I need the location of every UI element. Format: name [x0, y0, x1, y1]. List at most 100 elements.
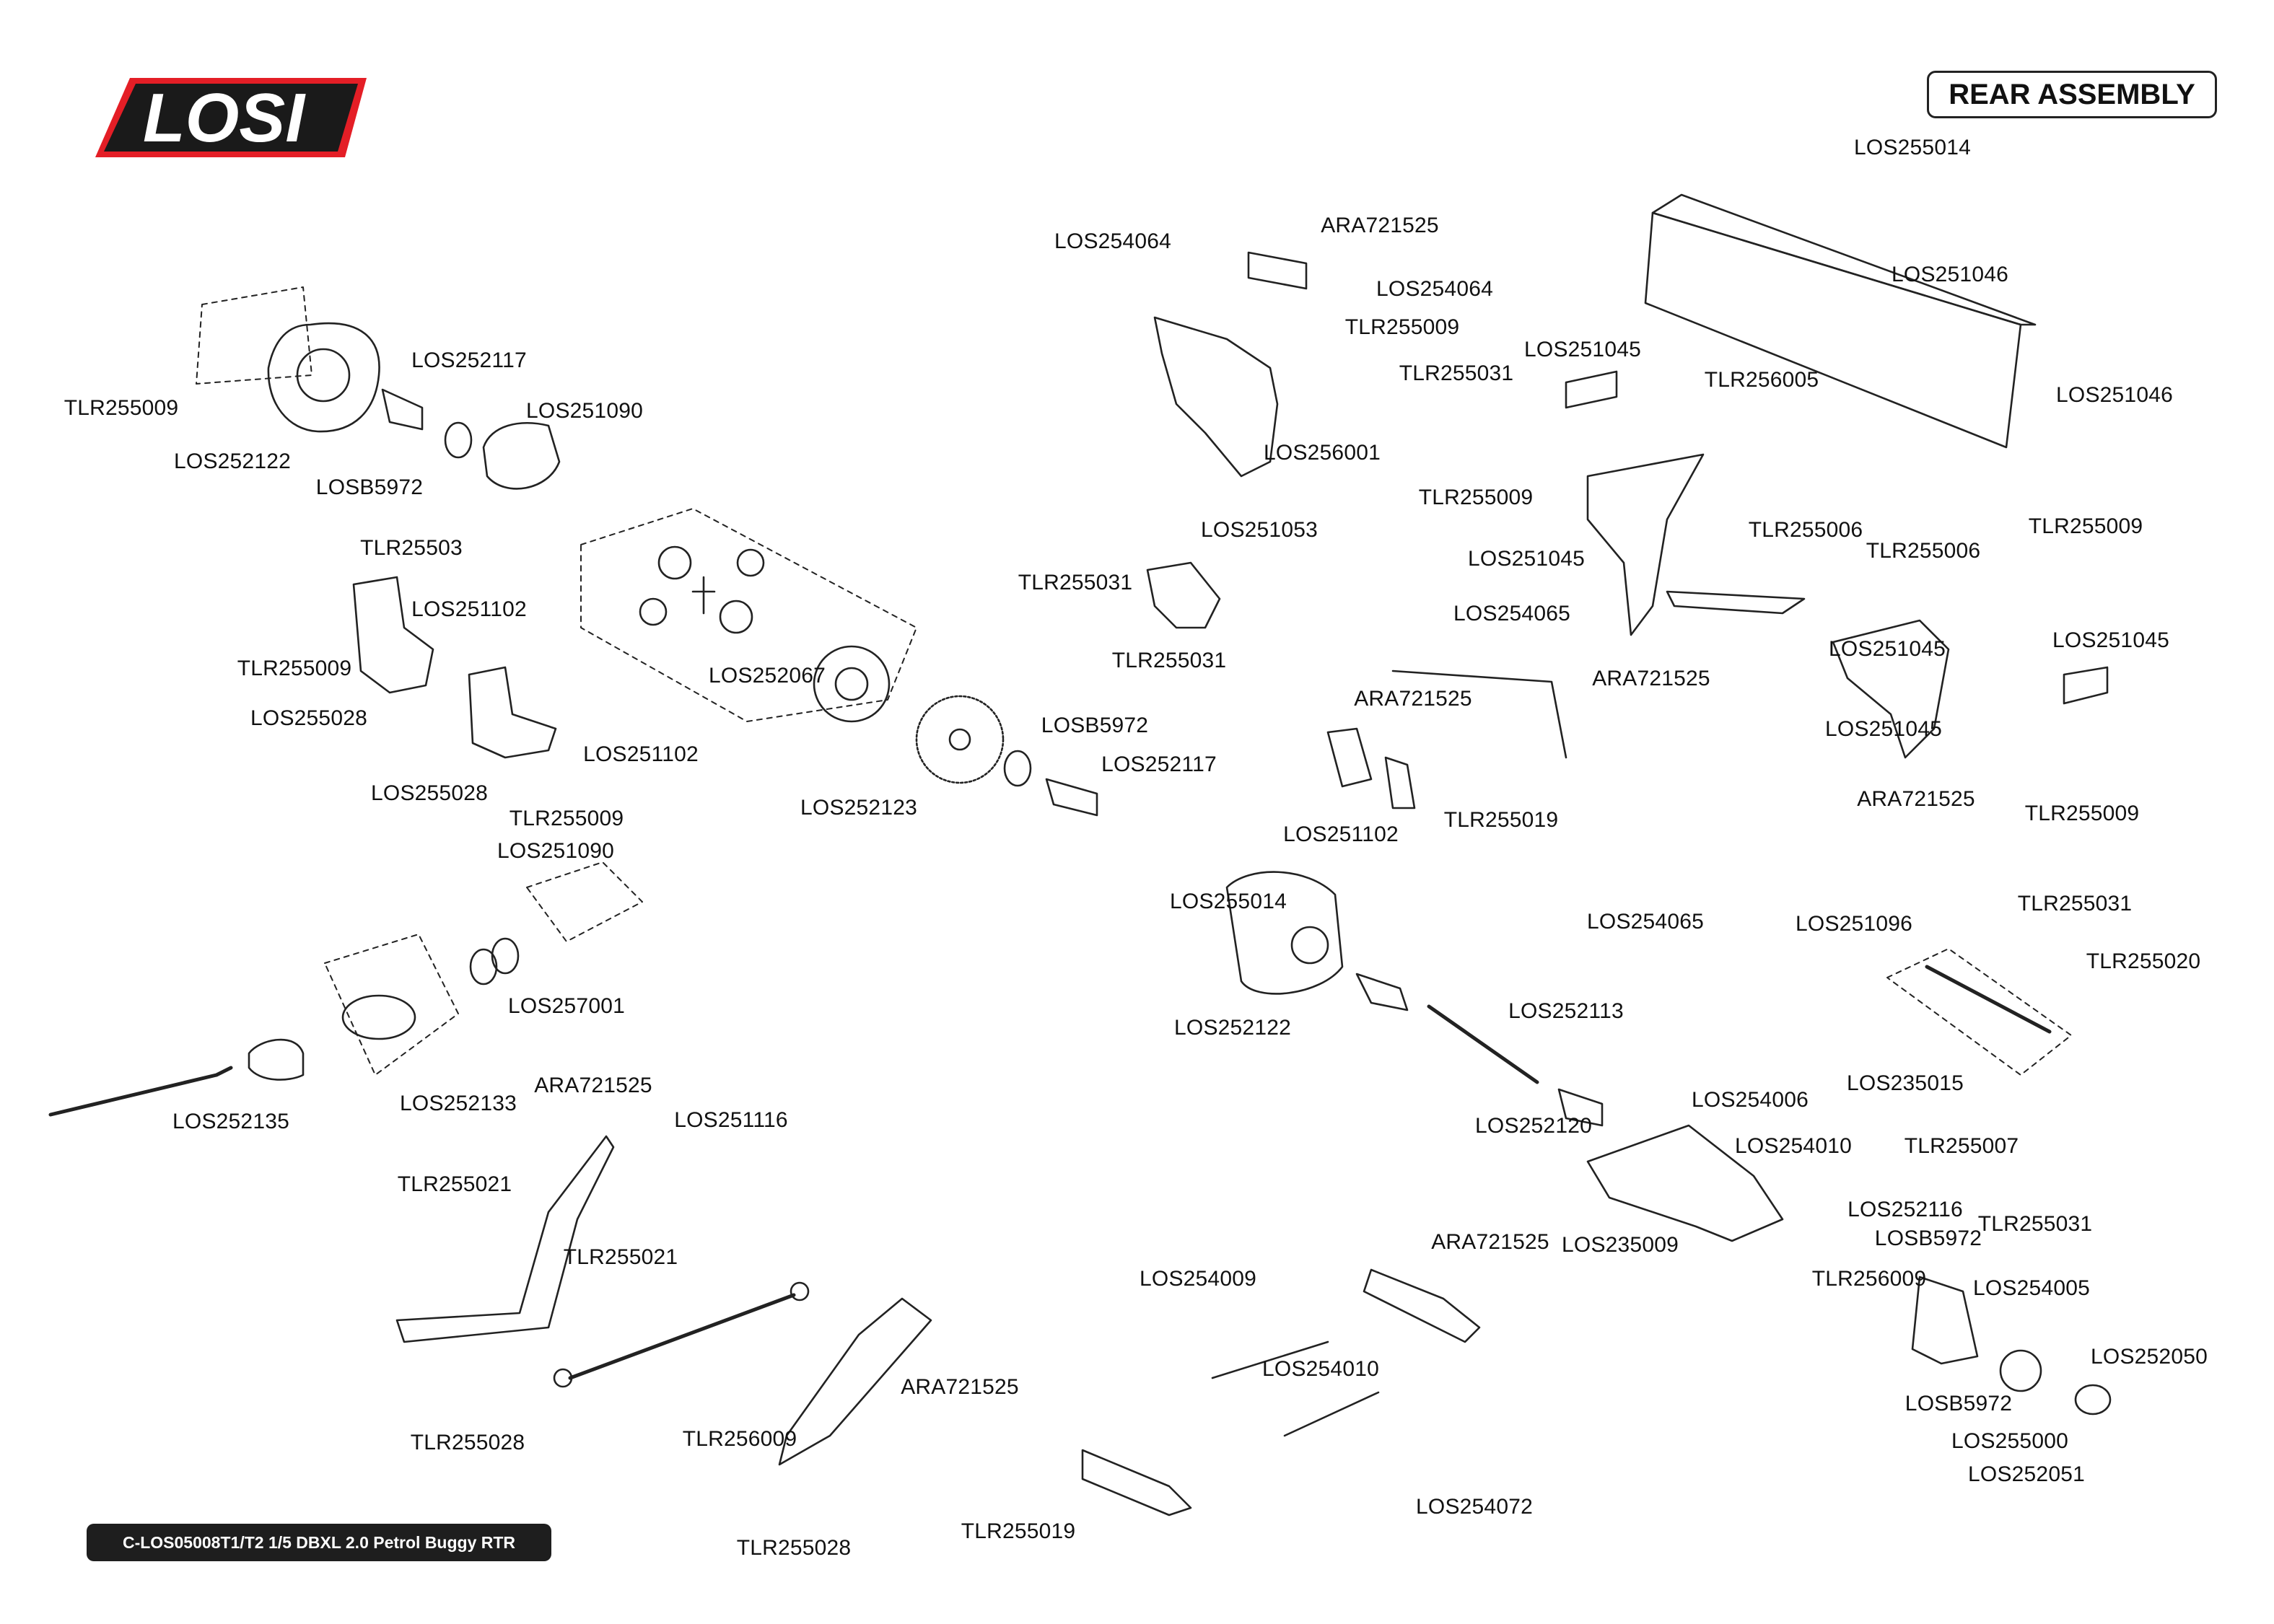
model-footer: C-LOS05008T1/T2 1/5 DBXL 2.0 Petrol Bugg… — [87, 1524, 551, 1561]
part-callout: LOS252067 — [709, 664, 826, 688]
part-callout: TLR256009 — [1811, 1267, 1927, 1291]
outdrive — [381, 388, 424, 431]
axle-shaft — [1427, 1004, 1539, 1084]
bearing — [444, 421, 473, 459]
part-callout: TLR255006 — [1748, 518, 1863, 542]
part-callout: LOS254072 — [1416, 1495, 1533, 1519]
brace-left — [395, 1135, 615, 1343]
part-callout: LOSB5972 — [1874, 1226, 1982, 1250]
part-callout: TLR256009 — [682, 1427, 797, 1451]
part-callout: TLR255031 — [2017, 892, 2133, 916]
wheel-nut — [2074, 1384, 2112, 1415]
part-callout: LOS252135 — [172, 1110, 289, 1133]
part-callout: TLR255031 — [1977, 1212, 2093, 1236]
diff-internals-outline — [580, 508, 917, 722]
part-callout: ARA721525 — [1857, 787, 1975, 811]
lower-arm — [1586, 1124, 1784, 1242]
part-callout: TLR25503 — [360, 536, 463, 560]
part-callout: LOS251045 — [1468, 547, 1585, 571]
part-callout: TLR255009 — [1344, 315, 1460, 339]
diff-ring — [813, 645, 891, 723]
part-callout: LOS254064 — [1376, 277, 1493, 301]
lower-link — [1081, 1449, 1192, 1517]
part-callout: ARA721525 — [1321, 214, 1439, 237]
diff-case — [482, 421, 561, 490]
part-callout: LOS255014 — [1170, 890, 1287, 913]
part-callout: ARA721525 — [901, 1375, 1019, 1399]
part-callout: LOS251045 — [1829, 637, 1946, 661]
part-callout: TLR255009 — [509, 807, 624, 830]
part-callout: LOSB5972 — [1905, 1392, 2013, 1415]
part-callout: LOS251046 — [1892, 263, 2008, 286]
hardware-group-outline — [196, 286, 312, 385]
part-callout: TLR255021 — [563, 1245, 678, 1269]
part-callout: LOS251045 — [1825, 717, 1942, 741]
part-callout: LOS254009 — [1140, 1267, 1256, 1291]
part-callout: LOS251102 — [411, 597, 527, 621]
part-callout: LOS254010 — [1735, 1134, 1852, 1158]
bulkhead-right — [468, 666, 557, 759]
part-callout: LOS235015 — [1847, 1071, 1964, 1095]
part-callout: LOS252122 — [174, 449, 291, 473]
part-callout: LOS251102 — [583, 742, 699, 766]
part-callout: ARA721525 — [1431, 1230, 1549, 1254]
part-callout: LOS256001 — [1264, 441, 1381, 465]
body-mount — [1146, 561, 1221, 629]
part-callout: TLR255006 — [1866, 539, 1981, 563]
part-callout: TLR255019 — [1443, 808, 1559, 832]
part-callout: TLR255028 — [736, 1536, 852, 1560]
coupler — [341, 994, 416, 1040]
sway-bar — [1391, 670, 1567, 759]
part-callout: LOS252123 — [800, 796, 917, 820]
logo: LOSI — [95, 78, 367, 157]
part-callout: TLR255021 — [397, 1172, 512, 1196]
part-callout: LOS235009 — [1562, 1233, 1679, 1257]
part-callout: TLR255031 — [1111, 649, 1227, 672]
part-callout: LOS251046 — [2056, 383, 2173, 407]
part-callout: LOS251096 — [1796, 912, 1912, 936]
part-callout: LOS251045 — [1524, 338, 1641, 361]
hinge-mount-right — [1832, 619, 1950, 759]
part-callout: LOS251053 — [1201, 518, 1318, 542]
part-callout: LOS252133 — [400, 1092, 517, 1115]
shock-tower — [1153, 316, 1279, 478]
part-callout: LOS254010 — [1262, 1357, 1379, 1381]
part-callout: LOS252122 — [1174, 1016, 1291, 1040]
part-callout: LOS254065 — [1453, 602, 1570, 626]
part-callout: TLR255019 — [961, 1519, 1076, 1543]
part-callout: LOS251090 — [497, 839, 614, 863]
part-callout: LOS251090 — [526, 399, 643, 423]
logo-text: LOSI — [143, 79, 306, 157]
rear-hinge-mount — [1586, 453, 1705, 636]
part-callout: LOS257001 — [508, 994, 625, 1018]
brace-right — [778, 1297, 932, 1466]
part-callout: LOS254005 — [1973, 1276, 2090, 1300]
part-callout: TLR255028 — [410, 1431, 525, 1454]
rear-wing — [1644, 211, 2022, 449]
turnbuckle — [568, 1293, 796, 1380]
part-callout: LOS255028 — [250, 706, 367, 730]
dogbone — [48, 1066, 233, 1117]
part-callout: LOS252116 — [1847, 1198, 1963, 1221]
part-callout: TLR255009 — [237, 657, 352, 680]
part-callout: LOS251102 — [1283, 822, 1399, 846]
part-callout: LOS251116 — [674, 1108, 788, 1132]
part-callout: LOS252117 — [411, 348, 527, 372]
part-callout: ARA721525 — [1354, 687, 1472, 711]
gearbox-cover — [267, 322, 380, 433]
part-callout: LOS252051 — [1968, 1462, 2085, 1486]
part-callout: TLR255009 — [2024, 802, 2140, 825]
part-callout: LOS251045 — [2052, 628, 2169, 652]
part-callout: TLR256005 — [1704, 368, 1819, 392]
camber-link — [1925, 965, 2052, 1034]
part-callout: LOSB5972 — [1041, 714, 1149, 737]
part-callout: TLR255031 — [1399, 361, 1514, 385]
part-callout: TLR255009 — [1418, 486, 1534, 509]
boot — [248, 1038, 305, 1081]
gearbox-right — [1225, 871, 1344, 995]
part-callout: LOS254065 — [1587, 910, 1704, 934]
part-callout: TLR255020 — [2086, 949, 2201, 973]
bulkhead-left — [352, 576, 434, 694]
